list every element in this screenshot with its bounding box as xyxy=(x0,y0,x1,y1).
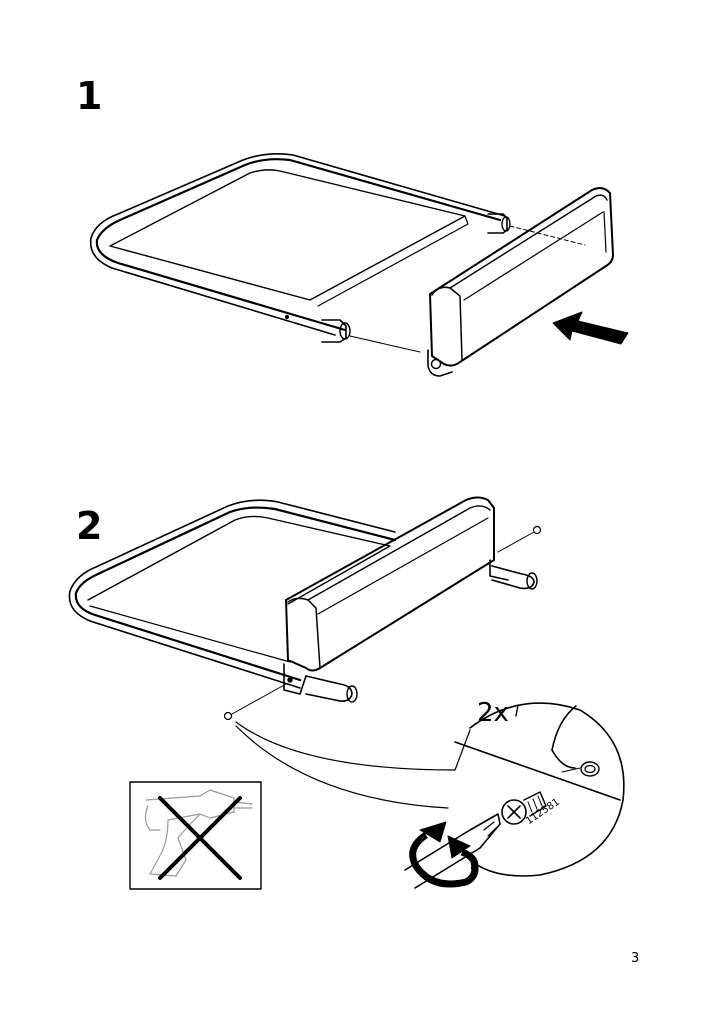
backrest-step2 xyxy=(283,496,538,703)
step-1-number: 1 xyxy=(76,74,103,118)
seat-frame-step2 xyxy=(68,499,397,689)
page-number: 3 xyxy=(631,951,640,966)
seat-frame-step1 xyxy=(89,153,511,343)
detail-zoom-circle xyxy=(404,702,625,889)
push-arrow-icon xyxy=(552,311,629,345)
step-2-number: 2 xyxy=(76,504,103,548)
screw-112581-icon xyxy=(501,791,547,825)
backrest-step1 xyxy=(427,187,614,377)
screw-small-icon xyxy=(223,525,542,721)
quantity-label: 2x xyxy=(477,698,509,728)
rotate-arrow-icon xyxy=(409,821,479,888)
